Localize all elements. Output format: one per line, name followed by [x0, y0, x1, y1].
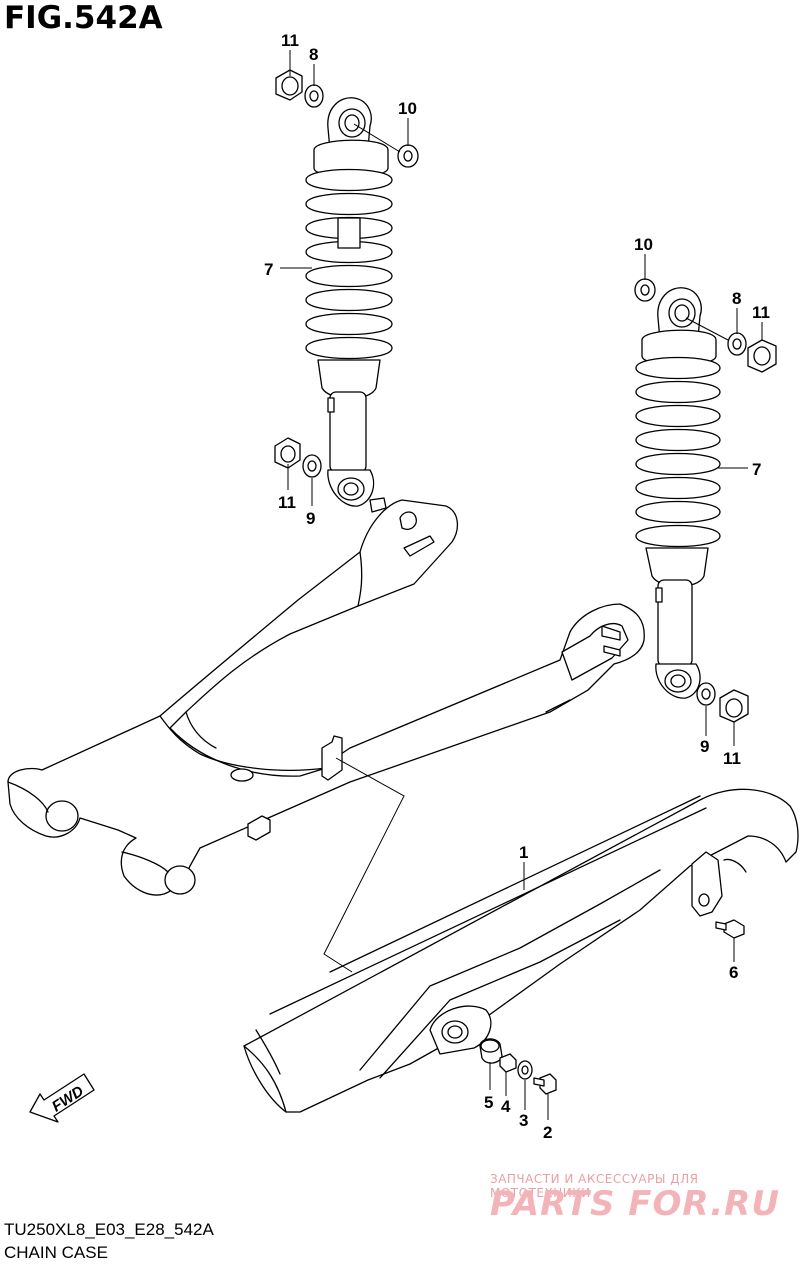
- callout-7: 7: [264, 260, 273, 279]
- callout-9: 9: [700, 737, 709, 756]
- callout-9: 9: [306, 509, 315, 528]
- shock-absorber-right: [635, 287, 721, 699]
- figure-name: CHAIN CASE: [4, 1243, 108, 1262]
- bolt-6: [715, 919, 745, 939]
- callout-10: 10: [634, 235, 653, 254]
- nut-11-left-bottom: [274, 437, 301, 469]
- leader-line-bracket: [323, 757, 405, 973]
- fwd-arrow: FWD: [29, 1073, 95, 1123]
- callout-5: 5: [484, 1093, 493, 1112]
- callout-10: 10: [398, 99, 417, 118]
- washer-10-left: [397, 144, 419, 168]
- washer-9-right: [696, 682, 716, 706]
- nut-11-right-bottom: [719, 689, 749, 723]
- bolt-2: [533, 1073, 557, 1095]
- callout-8: 8: [309, 45, 318, 64]
- collar-4: [499, 1053, 517, 1073]
- callout-7: 7: [752, 460, 761, 479]
- callout-11: 11: [278, 493, 296, 512]
- washer-10-right: [634, 278, 656, 302]
- callout-11: 11: [752, 303, 770, 322]
- callout-11: 11: [281, 31, 299, 50]
- nut-11-right-top: [747, 339, 777, 373]
- callout-1: 1: [519, 843, 528, 862]
- chain-case: [243, 788, 799, 1113]
- callout-3: 3: [519, 1111, 528, 1130]
- callout-4: 4: [501, 1097, 511, 1116]
- washer-3: [517, 1060, 533, 1080]
- callout-8: 8: [732, 289, 741, 308]
- washer-8-left: [304, 84, 324, 108]
- callouts: 11 8 10 7 11 9 10 8 11 7 9 11 1 6 5 4 3 …: [264, 31, 770, 1142]
- nut-11-left-top: [275, 69, 303, 101]
- washer-8-right: [727, 332, 747, 356]
- callout-2: 2: [543, 1123, 552, 1142]
- shock-absorber-left: [305, 97, 393, 507]
- watermark-tagline: ЗАПЧАСТИ И АКСЕССУАРЫ ДЛЯ МОТОТЕХНИКИ: [490, 1172, 699, 1200]
- spacer-5: [479, 1038, 503, 1064]
- leader-lines: [280, 50, 763, 1120]
- washer-9-left: [302, 454, 322, 478]
- figure-title: FIG.542A: [4, 0, 163, 36]
- watermark-logo: PARTS FOR.RU: [490, 1184, 780, 1224]
- callout-11: 11: [723, 749, 741, 768]
- swingarm: [7, 497, 645, 896]
- figure-code: TU250XL8_E03_E28_542A: [4, 1220, 214, 1239]
- callout-6: 6: [729, 963, 738, 982]
